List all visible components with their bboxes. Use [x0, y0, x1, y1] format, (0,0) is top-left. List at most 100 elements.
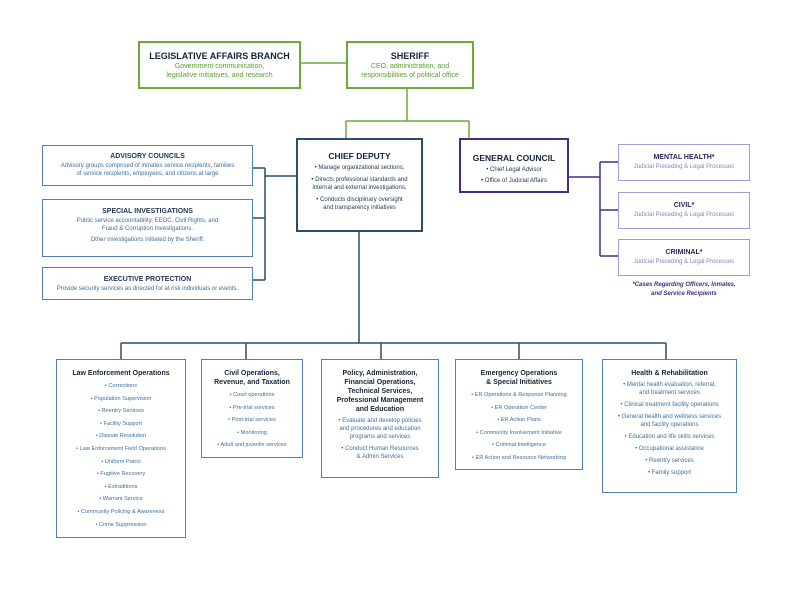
division-item: • ER Operation Center: [491, 404, 547, 411]
division-item: • Criminal Intelligence: [492, 442, 546, 449]
policy-administration-title-line: Professional Management: [336, 397, 424, 404]
division-item: • Adult and juvenile services: [217, 442, 287, 449]
division-item: • Community Policing & Awareness: [77, 508, 165, 515]
civil-operations-title-line: Revenue, and Taxation: [214, 379, 290, 386]
special-investigations-title: SPECIAL INVESTIGATIONS: [102, 208, 193, 215]
executive-protection-desc: Provide security services as directed fo…: [56, 286, 239, 292]
division-item: • Community Involvement Initiative: [476, 429, 562, 436]
division-item: • Dispute Resolution: [95, 433, 147, 440]
legislative-affairs-desc-1: Government communication,: [174, 63, 265, 70]
advisory-councils-box: ADVISORY COUNCILS Advisory groups compri…: [42, 145, 253, 186]
division-item: and facility operations: [640, 422, 699, 428]
division-item: • Corrections: [104, 383, 138, 389]
policy-item-group: • Conduct Human Resources & Admin Servic…: [322, 445, 438, 461]
emergency-operations-title-line: & Special Initiatives: [486, 379, 552, 386]
division-item: • Court operations: [229, 392, 275, 398]
executive-protection-title: EXECUTIVE PROTECTION: [103, 276, 192, 283]
policy-item-group: • Evaluate and develop policies and proc…: [322, 417, 438, 441]
policy-administration-title-line: and Education: [355, 406, 405, 413]
division-item: • ER Operations & Response Planning: [471, 392, 567, 398]
civil-operations-title-line: Civil Operations,: [224, 370, 280, 377]
chief-deputy-box: CHIEF DEPUTY • Manage organizational sec…: [296, 138, 423, 232]
divisions-connector: [120, 232, 667, 359]
division-item: • Clinical treatment facility operations: [620, 402, 719, 408]
advisory-councils-title: ADVISORY COUNCILS: [110, 153, 185, 160]
policy-administration-title-line: Financial Operations,: [344, 379, 416, 386]
special-investigations-desc: Other investigations initiated by the Sh…: [90, 237, 205, 243]
mental-health-title: MENTAL HEALTH*: [653, 154, 715, 161]
division-item: • Crime Suppression: [95, 521, 147, 528]
chief-deputy-duty-line: • Conducts disciplinary oversight: [316, 197, 403, 203]
policy-administration-title: Policy, Administration, Financial Operat…: [322, 369, 438, 414]
chief-deputy-duty-line: • Manage organizational sections,: [314, 165, 405, 171]
civil-operations-box: Civil Operations, Revenue, and Taxation …: [201, 359, 303, 458]
mental-health-sub: Judicial Preceding & Legal Processes: [633, 164, 735, 170]
division-item: • Mental health evaluation, referral,: [623, 382, 716, 388]
mental-health-box: MENTAL HEALTH* Judicial Preceding & Lega…: [618, 144, 750, 181]
division-item: programs and services: [349, 434, 411, 440]
legislative-affairs-desc-2: legislative initiatives, and research: [166, 72, 273, 79]
general-council-item: • Office of Judicial Affairs: [481, 178, 547, 184]
sheriff-title: SHERIFF: [390, 51, 430, 61]
legislative-affairs-title: LEGISLATIVE AFFAIRS BRANCH: [149, 51, 290, 61]
law-enforcement-box: Law Enforcement Operations • Corrections…: [56, 359, 186, 538]
emergency-operations-title: Emergency Operations & Special Initiativ…: [456, 369, 582, 387]
health-item-group: • Mental health evaluation, referral, an…: [603, 381, 736, 397]
right-units-connector: [569, 161, 618, 257]
cases-note: *Cases Regarding Officers, Inmates, and …: [606, 281, 762, 299]
chief-deputy-duty: • Manage organizational sections,: [298, 164, 421, 172]
health-rehabilitation-title: Health & Rehabilitation: [631, 370, 708, 377]
legislative-affairs-box: LEGISLATIVE AFFAIRS BRANCH Government co…: [138, 41, 301, 89]
chief-deputy-duty-line: internal and external investigations,: [312, 185, 407, 191]
sheriff-desc-1: CEO, administration, and: [370, 63, 450, 70]
division-item: • Education and life skills services: [624, 434, 715, 440]
division-item: • Reentry Services: [97, 408, 145, 415]
division-item: • ER Action and Resource Networking: [472, 454, 566, 461]
division-item: • Evaluate and develop policies: [338, 418, 422, 424]
criminal-box: CRIMINAL* Judicial Preceding & Legal Pro…: [618, 239, 750, 276]
left-units-connector: [253, 167, 296, 281]
policy-administration-title-line: Policy, Administration,: [342, 370, 418, 377]
division-item: • Facility Support: [99, 420, 143, 427]
chief-deputy-duty-line: and transparency initiatives: [323, 205, 396, 211]
chief-deputy-duty-line: • Directs professional standards and: [311, 177, 408, 183]
division-item: • Post-trial services: [228, 417, 276, 424]
sheriff-box: SHERIFF CEO, administration, and respons…: [346, 41, 474, 89]
division-item: • Occupational assistance: [635, 446, 704, 452]
civil-operations-title: Civil Operations, Revenue, and Taxation: [202, 369, 302, 387]
division-item: • Reentry services: [645, 458, 694, 464]
division-item: • Extraditions: [104, 483, 138, 490]
division-item: • Uniform Patrol: [101, 458, 141, 465]
emergency-operations-title-line: Emergency Operations: [480, 370, 558, 377]
division-item: • Family support: [647, 470, 692, 476]
cases-note-line: *Cases Regarding Officers, Inmates,: [632, 282, 736, 288]
chief-deputy-duty: • Directs professional standards and int…: [298, 176, 421, 192]
chief-deputy-duty: • Conducts disciplinary oversight and tr…: [298, 196, 421, 212]
division-item: • Pre-trial services: [229, 404, 275, 411]
civil-sub: Judicial Preceding & Legal Processes: [633, 212, 735, 218]
division-item: • Conduct Human Resources: [341, 446, 419, 452]
division-item: • Law Enforcement Field Operations: [76, 445, 166, 452]
executive-protection-box: EXECUTIVE PROTECTION Provide security se…: [42, 267, 253, 300]
general-council-box: GENERAL COUNCIL • Chief Legal Advisor • …: [459, 138, 569, 193]
health-item-group: • General health and wellness services a…: [603, 413, 736, 429]
policy-administration-box: Policy, Administration, Financial Operat…: [321, 359, 439, 478]
health-rehabilitation-box: Health & Rehabilitation • Mental health …: [602, 359, 737, 493]
special-investigations-desc: Public service accountability, EEOC, Civ…: [76, 218, 219, 224]
criminal-title: CRIMINAL*: [665, 249, 703, 256]
emergency-operations-box: Emergency Operations & Special Initiativ…: [455, 359, 583, 470]
law-enforcement-title: Law Enforcement Operations: [72, 370, 170, 377]
cases-note-line: and Service Recipients: [651, 291, 717, 297]
division-item: and treatment services: [639, 390, 700, 396]
division-item: • Population Supervision: [90, 395, 152, 402]
general-council-title: GENERAL COUNCIL: [472, 153, 556, 163]
division-item: • Warrant Service: [99, 496, 143, 503]
division-item: • Monitoring: [237, 429, 267, 436]
division-item: • General health and wellness services: [617, 414, 722, 420]
civil-title: CIVIL*: [673, 202, 695, 209]
criminal-sub: Judicial Preceding & Legal Processes: [633, 259, 735, 265]
division-item: • ER Action Plans: [497, 417, 541, 424]
sheriff-desc-2: responsibilities of political office: [361, 72, 459, 79]
general-council-item: • Chief Legal Advisor: [486, 167, 542, 173]
